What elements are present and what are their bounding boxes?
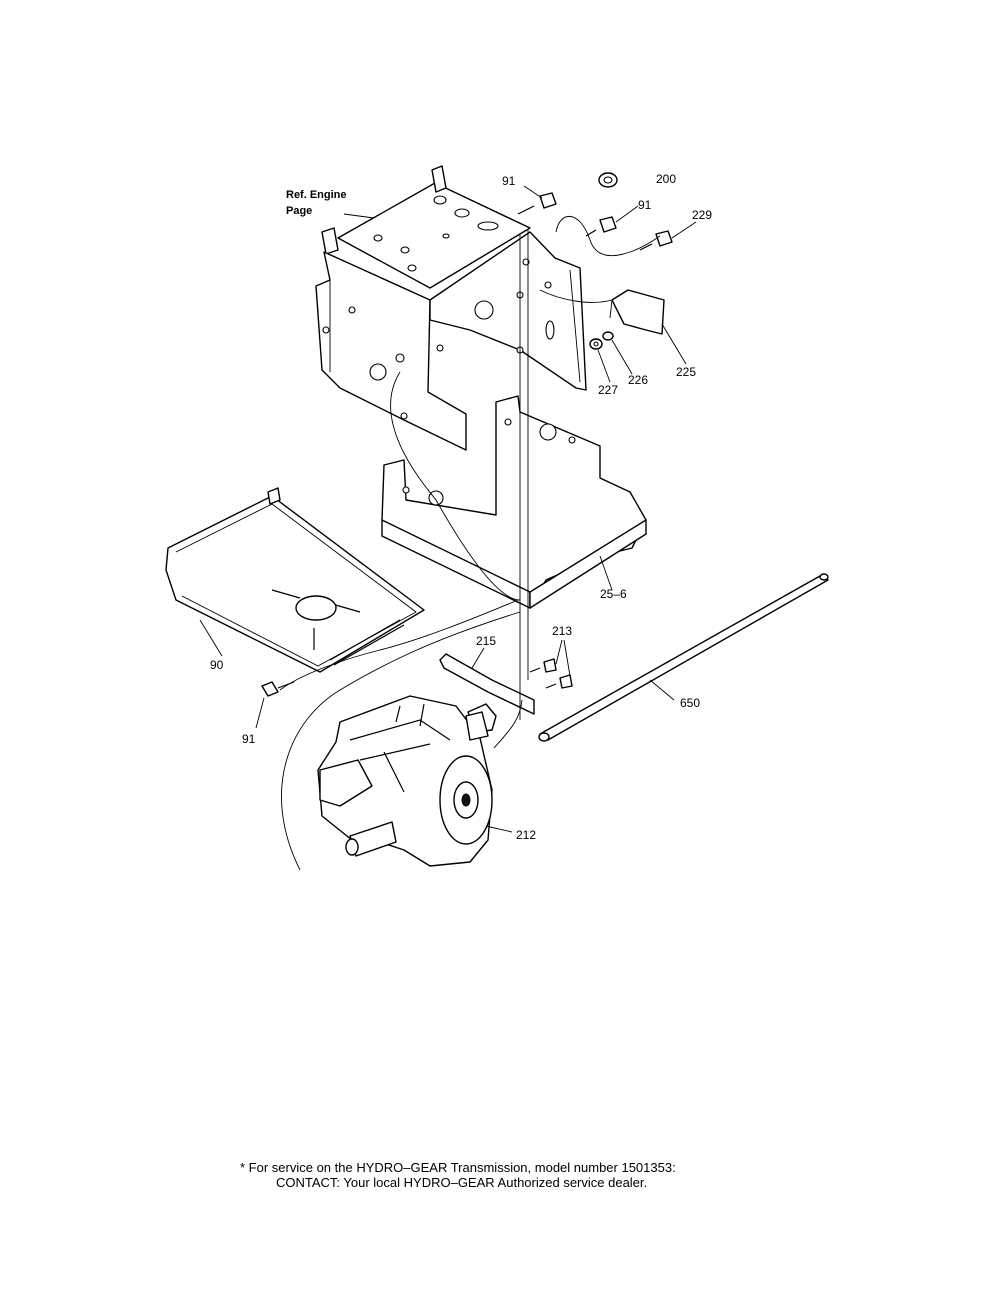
part-label-215: 215 (476, 634, 497, 648)
part-label-226: 226 (628, 373, 649, 387)
part-label-227: 227 (598, 383, 619, 397)
axle-650 (538, 573, 829, 742)
part-label-650: 650 (680, 696, 701, 710)
part-label-200: 200 (656, 172, 677, 186)
ref-engine-label: Ref. Engine Page (286, 187, 347, 219)
leader-lines (199, 185, 697, 871)
lower-frame-25-6 (381, 395, 647, 609)
part-label-91-top: 91 (502, 174, 516, 188)
ref-engine-label-line2: Page (286, 205, 313, 217)
plate-90 (165, 487, 425, 673)
part-label-229: 229 (692, 208, 713, 222)
fasteners (261, 172, 673, 697)
ref-engine-label-line1: Ref. Engine (286, 189, 347, 201)
footnote-line-2: CONTACT: Your local HYDRO–GEAR Authorize… (276, 1175, 648, 1190)
part-label-225: 225 (676, 365, 697, 379)
part-label-25-6: 25–6 (600, 587, 627, 601)
part-label-213: 213 (552, 624, 573, 638)
part-label-212: 212 (516, 828, 537, 842)
part-label-91-mid: 91 (638, 198, 652, 212)
footnote-line-1: * For service on the HYDRO–GEAR Transmis… (240, 1160, 676, 1175)
transmission-212 (317, 695, 493, 867)
part-label-90: 90 (210, 658, 224, 672)
engine-mount-frame (315, 165, 587, 451)
part-label-91-bottom: 91 (242, 732, 256, 746)
service-footnote: * For service on the HYDRO–GEAR Transmis… (240, 1160, 760, 1190)
